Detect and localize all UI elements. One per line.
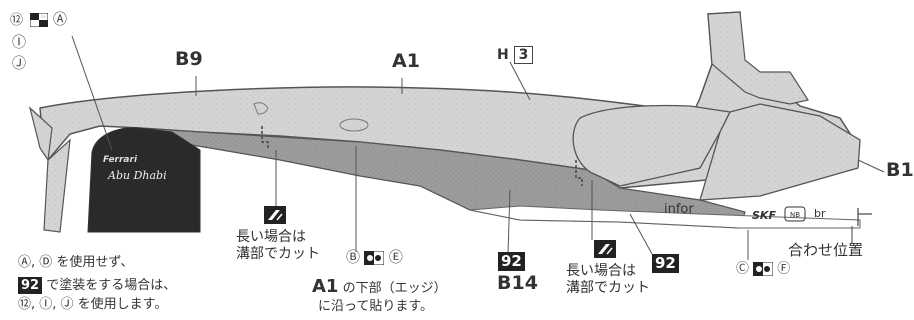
right-bodywork	[699, 103, 861, 201]
decal-br: br	[814, 207, 826, 220]
label-b1: B1	[886, 159, 914, 181]
cut-note-left-2: 溝部でカット	[236, 246, 320, 262]
paint-note-line1: Ⓐ, Ⓓ を使用せず、	[18, 255, 134, 270]
color-chip-icon	[364, 251, 385, 265]
cut-note-left-1: 長い場合は	[236, 229, 306, 245]
decal-ferrari: Ferrari	[103, 155, 138, 165]
label-b9: B9	[175, 48, 203, 70]
cut-notch-left	[261, 126, 269, 150]
edge-note-line1: A1 の下部（エッジ）	[312, 276, 447, 297]
svg-text:NB: NB	[790, 211, 800, 219]
leader-h	[509, 61, 531, 101]
color-chip-icon-2	[753, 262, 774, 276]
knife-icon-left	[264, 206, 286, 227]
front-strut-2	[28, 106, 53, 162]
paint-note-line2: 92 で塗装をする場合は、	[18, 277, 176, 294]
decal-infor: infor	[664, 202, 694, 217]
cover-vent	[339, 118, 369, 132]
paint-note-line3: ⑫, Ⓘ, Ⓙ を使用します。	[18, 297, 168, 312]
cut-note-right-2: 溝部でカット	[566, 280, 650, 296]
knife-icon-right	[594, 240, 616, 261]
marker-b-e: Ⓑ Ⓔ	[346, 250, 403, 266]
marker-j: Ⓙ	[12, 56, 26, 72]
leader-b14	[507, 189, 511, 255]
leader-b1	[857, 159, 885, 173]
label-h: H 3	[497, 46, 534, 64]
decal-skf: SKF	[752, 209, 776, 222]
marker-c-f: Ⓒ Ⓕ	[736, 261, 791, 277]
label-a1: A1	[392, 50, 420, 72]
label-b14: B14	[497, 272, 538, 294]
marker-i: Ⓘ	[12, 35, 26, 51]
checker-icon	[29, 12, 49, 30]
dark-panel	[87, 127, 201, 233]
cut-notch-right	[575, 160, 583, 186]
cut-note-right-1: 長い場合は	[566, 263, 636, 279]
white-strip	[469, 205, 861, 229]
leader-marker-a	[71, 35, 113, 151]
label-92-right: 92	[652, 254, 679, 273]
cover-vent-2	[253, 102, 269, 115]
marker-a: Ⓐ	[53, 12, 67, 28]
leader-92-right	[629, 213, 653, 255]
decal-abu-dhabi: Abu Dhabi	[108, 169, 167, 182]
edge-note-line2: に沿って貼ります。	[318, 299, 434, 314]
decal-logo-icon: NB	[784, 206, 806, 225]
align-note: 合わせ位置	[788, 241, 864, 259]
label-h-number: 3	[513, 46, 534, 64]
airbox	[707, 11, 809, 105]
front-strut	[43, 138, 71, 233]
marker-12: ⑫	[10, 13, 24, 28]
label-92-top: 92	[498, 252, 525, 271]
